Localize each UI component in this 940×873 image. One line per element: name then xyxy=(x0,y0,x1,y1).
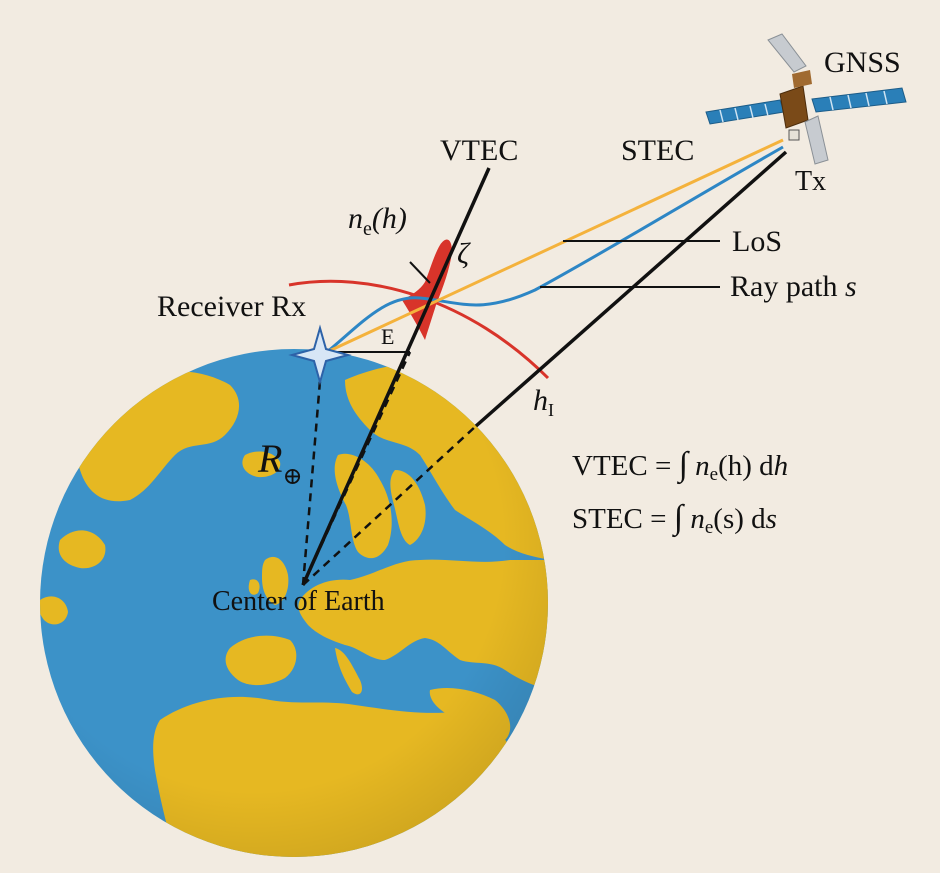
earth-radius-dashed xyxy=(301,356,324,586)
ionosphere-height-label: hI xyxy=(533,384,554,420)
vertical-dashed xyxy=(301,351,412,586)
stec-formula: STEC = ∫ ne(s) ds xyxy=(572,499,777,538)
los-label: LoS xyxy=(732,225,782,258)
elevation-label: E xyxy=(381,324,394,349)
ne-leader xyxy=(409,261,431,284)
ray-path-label: Ray path s xyxy=(730,270,857,303)
vtec-label: VTEC xyxy=(440,134,518,167)
zeta-label: ζ xyxy=(457,237,471,270)
receiver-star-icon xyxy=(288,324,352,386)
earth-radius-label: R⊕ xyxy=(257,436,303,490)
receiver-label: Receiver Rx xyxy=(157,290,306,323)
stec-line xyxy=(474,150,788,428)
electron-density-profile xyxy=(402,239,452,340)
slant-dashed xyxy=(302,425,477,586)
vtec-formula: VTEC = ∫ ne(h) dh xyxy=(572,446,789,485)
gnss-label: GNSS xyxy=(824,46,901,79)
satellite-icon xyxy=(705,33,907,165)
stec-label: STEC xyxy=(621,134,694,167)
line-of-sight xyxy=(326,138,784,354)
tx-label: Tx xyxy=(795,166,826,197)
ray-path-curve xyxy=(326,145,784,354)
center-of-earth-label: Center of Earth xyxy=(212,586,385,617)
electron-density-label: ne(h) xyxy=(348,202,407,240)
